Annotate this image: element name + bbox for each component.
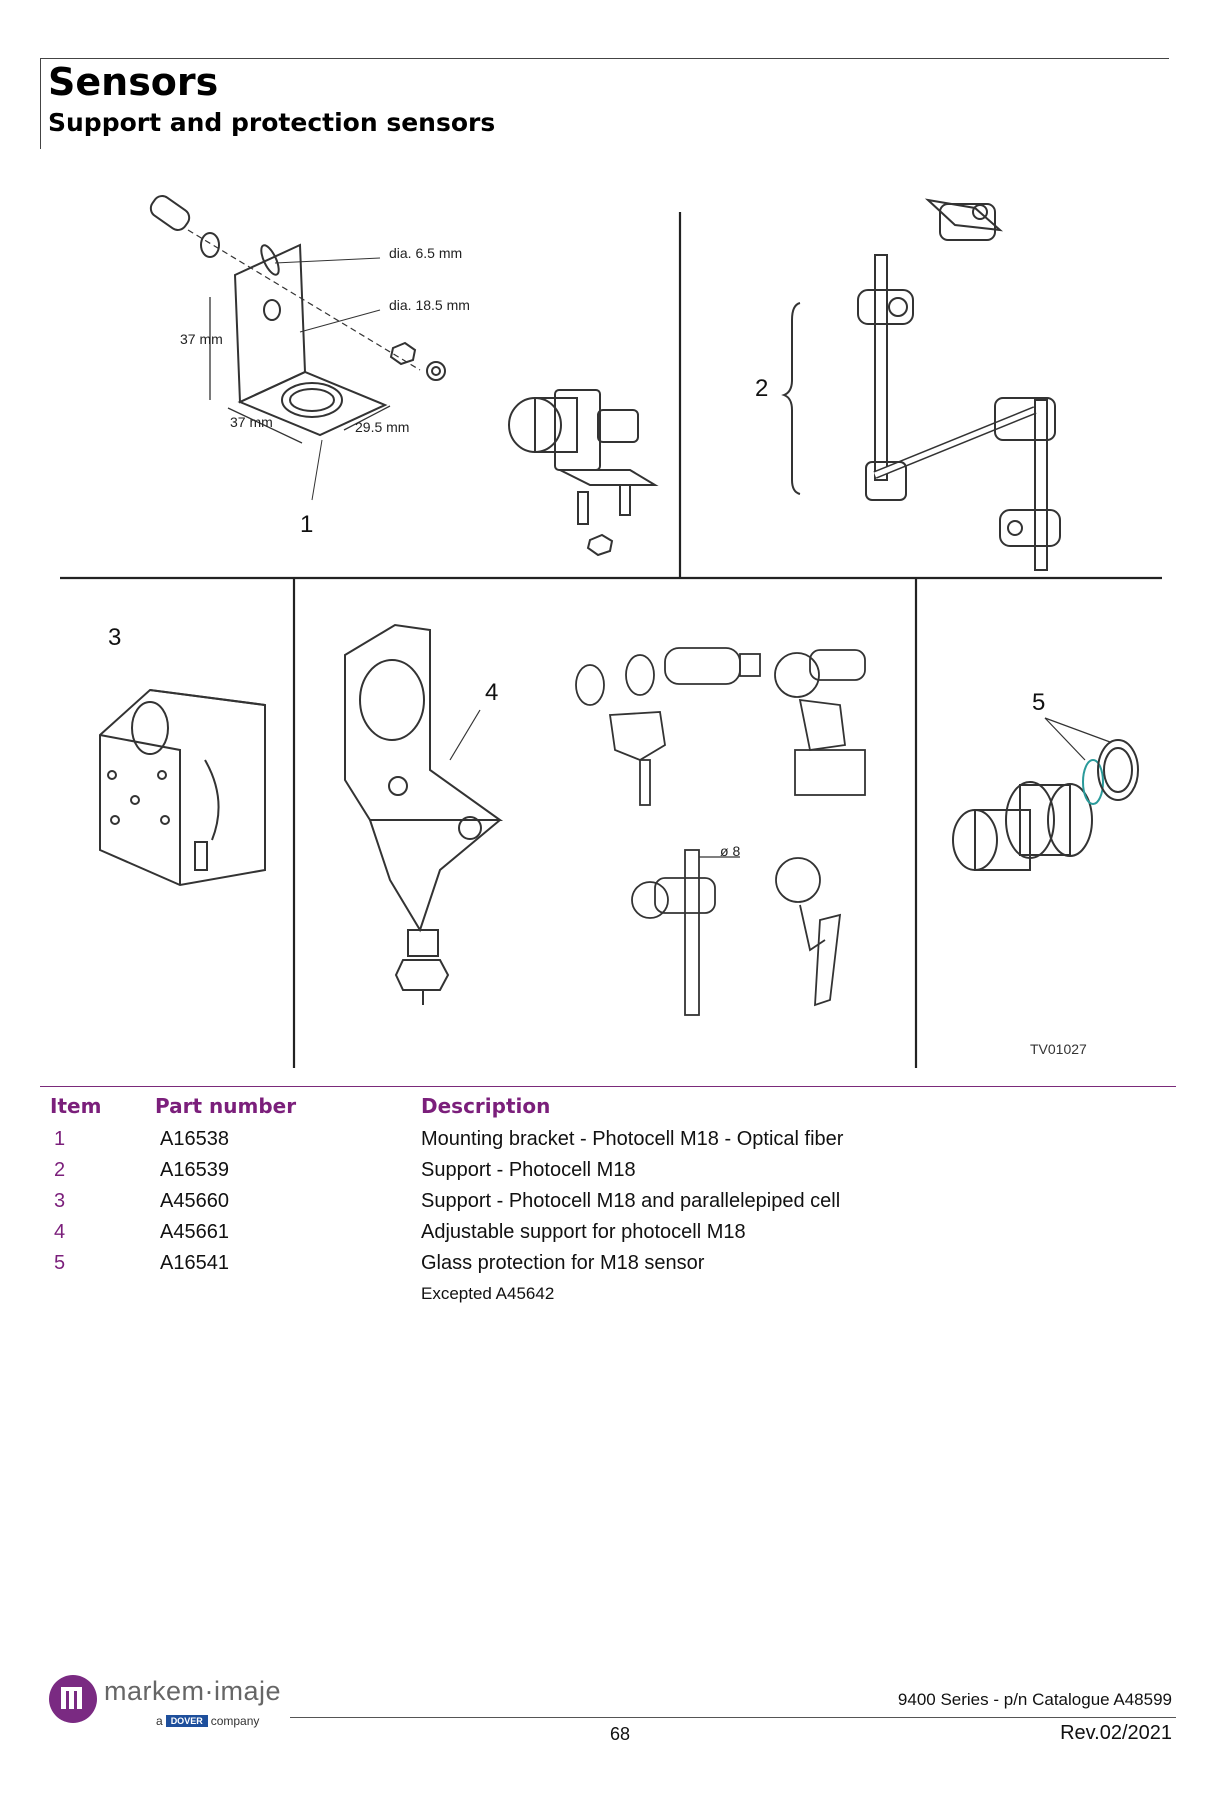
description-cell: Support - Photocell M18 and parallelepip… — [421, 1190, 841, 1212]
logo-mark-icon — [49, 1675, 97, 1723]
dim-depth-label: 29.5 mm — [355, 419, 409, 435]
part-number-cell: A45660 — [160, 1190, 229, 1212]
page-title: Sensors — [48, 60, 219, 104]
page-subtitle: Support and protection sensors — [48, 108, 496, 137]
bracket-sensor-drawing — [508, 389, 659, 557]
bracket-drawing — [149, 195, 446, 501]
rod-dia-label: ø 8 — [720, 843, 740, 859]
dim-width-label: 37 mm — [230, 414, 273, 430]
item-cell: 2 — [54, 1159, 66, 1181]
description-cell: Support - Photocell M18 — [421, 1159, 636, 1181]
title-frame — [40, 58, 1169, 149]
dover-badge: DOVER — [165, 1715, 208, 1727]
description-cell: Glass protection for M18 sensor — [421, 1252, 705, 1274]
adjustable-support-drawing — [344, 623, 504, 1005]
adjustable-support-variants-drawing — [575, 647, 866, 1016]
footer-series: 9400 Series - p/n Catalogue A48599 — [897, 1690, 1172, 1709]
rod-support-drawing — [781, 198, 1061, 571]
figure-reference: TV01027 — [1030, 1041, 1087, 1057]
item-cell: 5 — [54, 1252, 66, 1274]
description-cell: Adjustable support for photocell M18 — [421, 1221, 746, 1243]
part-number-cell: A45661 — [160, 1221, 229, 1243]
table-note: Excepted A45642 — [421, 1284, 555, 1303]
table-row: 1 A16538 Mounting bracket - Photocell M1… — [0, 1128, 1223, 1158]
parts-illustration: dia. 6.5 mm dia. 18.5 mm 37 mm 37 mm 29.… — [60, 195, 1162, 1068]
dim-dia-large-label: dia. 18.5 mm — [389, 297, 470, 313]
item-number-5: 5 — [1032, 689, 1045, 716]
revision: Rev.02/2021 — [1060, 1722, 1172, 1744]
item-number-3: 3 — [108, 624, 121, 651]
logo-tagline-suffix: company — [210, 1714, 260, 1728]
table-top-rule — [40, 1086, 1176, 1087]
logo-wordmark: markem·imaje — [104, 1676, 282, 1706]
header-description: Description — [421, 1094, 551, 1118]
dim-height-label: 37 mm — [180, 331, 223, 347]
u-bracket-drawing — [99, 688, 266, 887]
part-number-cell: A16541 — [160, 1252, 229, 1274]
description-cell: Mounting bracket - Photocell M18 - Optic… — [421, 1128, 844, 1150]
item-number-1: 1 — [300, 511, 313, 538]
header-item: Item — [50, 1094, 102, 1118]
logo-tagline-prefix: a — [156, 1714, 163, 1728]
table-row: 4 A45661 Adjustable support for photocel… — [0, 1221, 1223, 1251]
glass-protection-drawing — [952, 717, 1139, 871]
item-cell: 1 — [54, 1128, 66, 1150]
table-row: 5 A16541 Glass protection for M18 sensor — [0, 1252, 1223, 1282]
part-number-cell: A16538 — [160, 1128, 229, 1150]
item-number-2: 2 — [755, 375, 768, 402]
footer-rule — [290, 1717, 1176, 1718]
part-number-cell: A16539 — [160, 1159, 229, 1181]
table-row: 3 A45660 Support - Photocell M18 and par… — [0, 1190, 1223, 1220]
page-number: 68 — [610, 1724, 631, 1744]
item-number-4: 4 — [485, 679, 498, 706]
header-part-number: Part number — [155, 1094, 297, 1118]
table-row: 2 A16539 Support - Photocell M18 — [0, 1159, 1223, 1189]
item-cell: 3 — [54, 1190, 66, 1212]
dim-dia-small-label: dia. 6.5 mm — [389, 245, 462, 261]
item-cell: 4 — [54, 1221, 66, 1243]
